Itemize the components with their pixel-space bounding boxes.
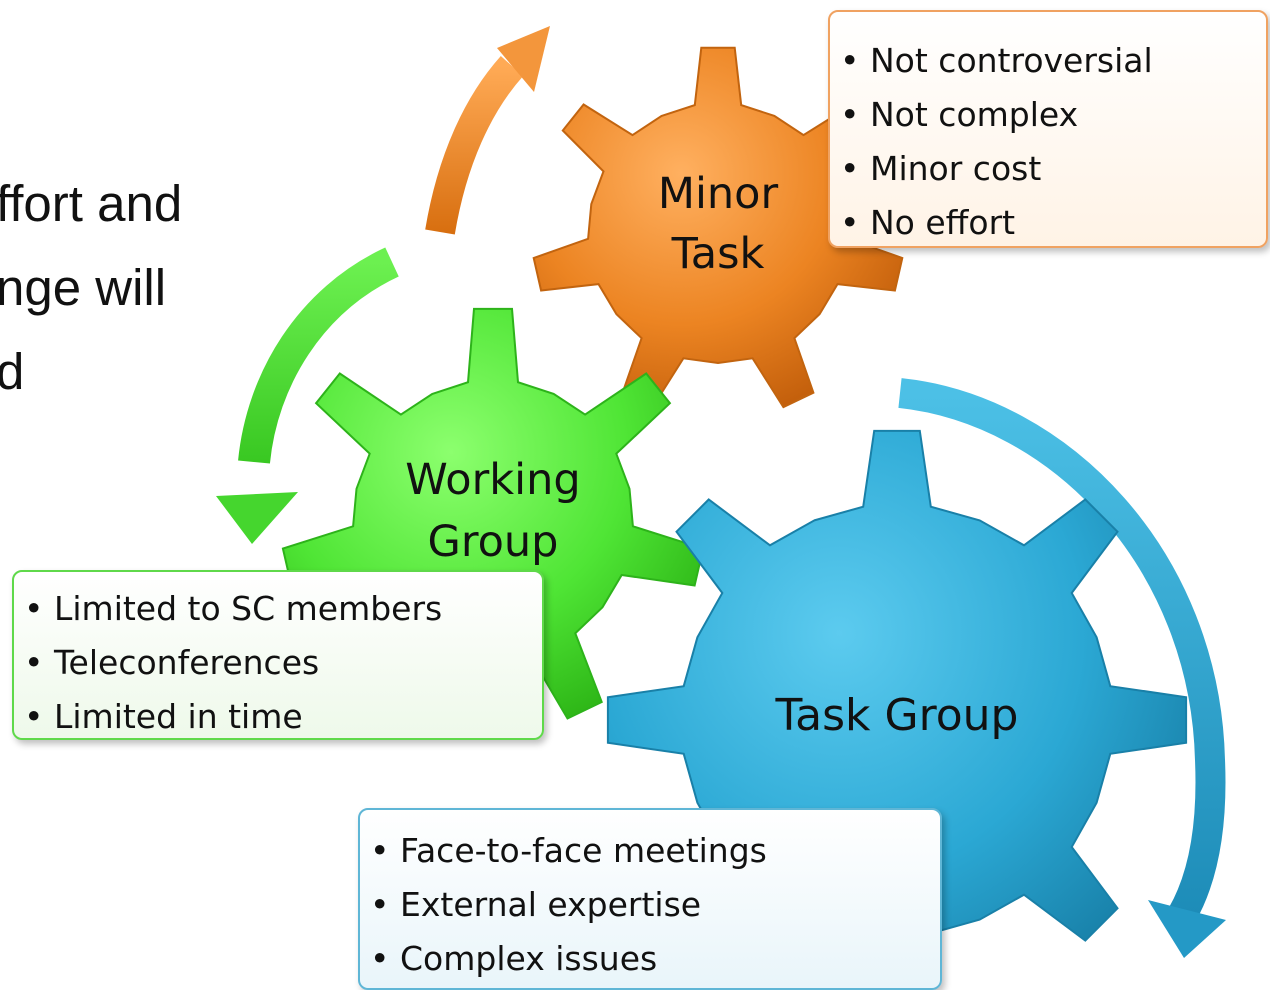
minor-task-details-box: Not controversial Not complex Minor cost… xyxy=(828,10,1268,250)
working-group-gear xyxy=(281,307,705,720)
working-group-label-line-2: Group xyxy=(428,517,559,567)
task-group-bullet-list: Face-to-face meetings External expertise… xyxy=(360,824,940,986)
list-item: Face-to-face meetings xyxy=(360,824,940,878)
list-item: No effort xyxy=(830,196,1266,250)
minor-task-gear xyxy=(532,46,904,409)
curved-arrow-up-icon xyxy=(425,26,550,235)
minor-task-label-line-2: Task xyxy=(671,229,765,279)
curved-arrow-down-icon xyxy=(216,247,399,544)
task-group-details-box: Face-to-face meetings External expertise… xyxy=(358,808,942,990)
list-item: Teleconferences xyxy=(14,636,542,690)
list-item: Limited in time xyxy=(14,690,542,744)
minor-task-bullet-list: Not controversial Not complex Minor cost… xyxy=(830,34,1266,250)
body-text-line-3: d xyxy=(0,343,25,400)
curved-arrow-down-icon xyxy=(898,378,1226,958)
working-group-details-box: Limited to SC members Teleconferences Li… xyxy=(12,570,544,744)
body-text-line-2: nge will xyxy=(0,259,167,316)
working-group-label-line-1: Working xyxy=(405,455,580,505)
working-group-bullet-list: Limited to SC members Teleconferences Li… xyxy=(14,582,542,744)
minor-task-label-line-1: Minor xyxy=(658,169,779,219)
task-group-label: Task Group xyxy=(775,690,1019,741)
list-item: Not controversial xyxy=(830,34,1266,88)
list-item: Minor cost xyxy=(830,142,1266,196)
list-item: Limited to SC members xyxy=(14,582,542,636)
body-text-line-1: ffort and xyxy=(0,175,183,232)
list-item: External expertise xyxy=(360,878,940,932)
list-item: Not complex xyxy=(830,88,1266,142)
list-item: Complex issues xyxy=(360,932,940,986)
